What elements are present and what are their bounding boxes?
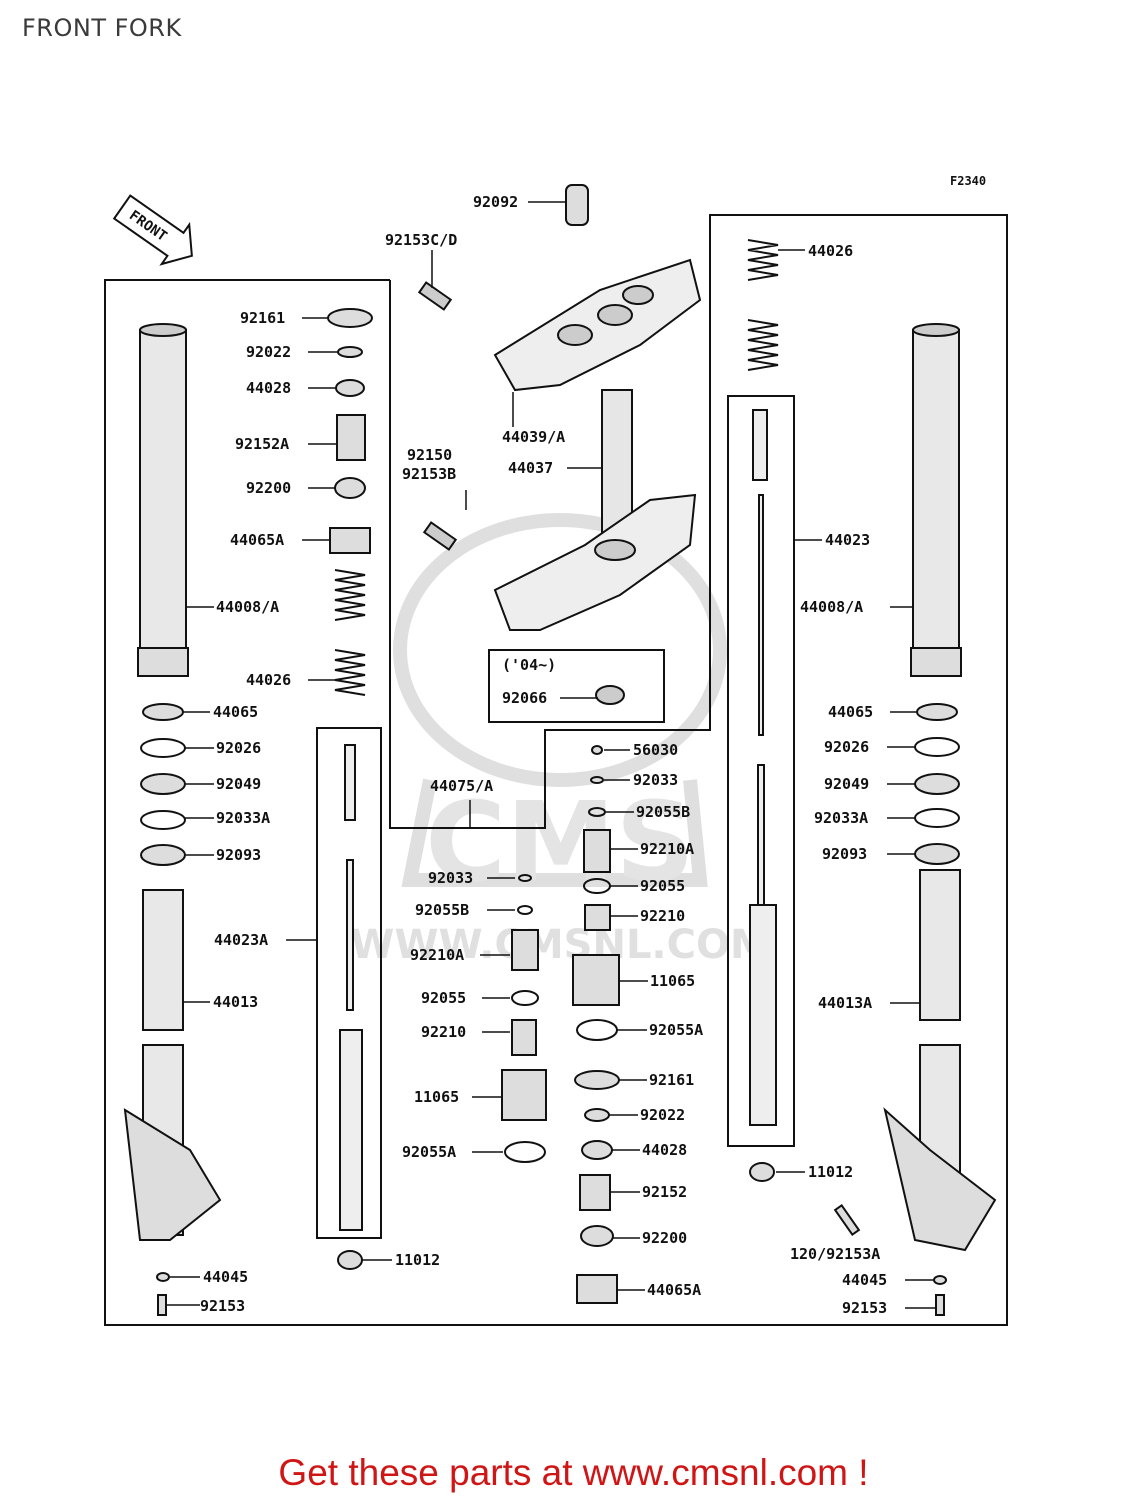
part-number-label[interactable]: 92150 [407,446,452,464]
part-number-label[interactable]: 44026 [808,242,853,260]
part-number-label[interactable]: 92152A [235,435,289,453]
right-fork-tube [883,323,997,1252]
part-number-label[interactable]: 92055B [415,901,469,919]
part-number-label[interactable]: 92066 [502,689,547,707]
part-number-label[interactable]: 44045 [203,1268,248,1286]
part-number-label[interactable]: 92026 [824,738,869,756]
part-number-label[interactable]: 92022 [246,343,291,361]
note-label: ('04~) [502,656,556,674]
part-number-label[interactable]: 120/92153A [790,1245,880,1263]
part-number-label[interactable]: 56030 [633,741,678,759]
leader-lines [166,201,936,1309]
part-number-label[interactable]: 44075/A [430,777,493,795]
part-number-label[interactable]: 92033A [814,809,868,827]
part-labels: 92092 92153C/D 44039/A 44037 92150 92153… [200,193,887,1317]
svg-text:CMS: CMS [425,778,694,906]
middle-column-parts [501,745,620,1304]
part-number-label[interactable]: 11012 [395,1251,440,1269]
left-fork-tube [123,323,222,1241]
figure-code: F2340 [950,174,986,188]
footer-banner: Get these parts at www.cmsnl.com ! [0,1452,1147,1494]
part-number-label[interactable]: 92033 [428,869,473,887]
upper-triple-clamp [417,184,702,392]
part-number-label[interactable]: 92210A [640,840,694,858]
part-number-label[interactable]: 44039/A [502,428,565,446]
part-number-label[interactable]: 92026 [216,739,261,757]
watermark-url: WWW.CMSNL.COM [350,922,770,968]
damper-rod-right [749,409,777,1126]
left-column-parts [140,308,373,1316]
part-number-label[interactable]: 92210 [421,1023,466,1041]
part-number-label[interactable]: 44065 [213,703,258,721]
part-number-label[interactable]: 92161 [649,1071,694,1089]
part-number-label[interactable]: 92055 [640,877,685,895]
part-number-label[interactable]: 92049 [216,775,261,793]
part-number-label[interactable]: 92055A [402,1143,456,1161]
part-number-label[interactable]: 44028 [642,1141,687,1159]
part-number-label[interactable]: 92153 [842,1299,887,1317]
part-number-label[interactable]: 92152 [642,1183,687,1201]
part-number-label[interactable]: 44037 [508,459,553,477]
part-number-label[interactable]: 44028 [246,379,291,397]
part-number-label[interactable]: 92093 [216,846,261,864]
part-number-label[interactable]: 44023A [214,931,268,949]
page-title: FRONT FORK [22,14,182,42]
part-number-label[interactable]: 11012 [808,1163,853,1181]
part-number-label[interactable]: 44026 [246,671,291,689]
footer-link[interactable]: Get these parts at www.cmsnl.com ! [278,1452,869,1493]
spring-right [747,239,779,371]
part-number-label[interactable]: 92200 [246,479,291,497]
part-number-label[interactable]: 11065 [650,972,695,990]
part-number-label[interactable]: 92210A [410,946,464,964]
part-number-label[interactable]: 44065A [647,1281,701,1299]
part-number-label[interactable]: 44023 [825,531,870,549]
part-number-label[interactable]: 92210 [640,907,685,925]
part-number-label[interactable]: 44013A [818,994,872,1012]
part-number-label[interactable]: 92153B [402,465,456,483]
part-number-label[interactable]: 92153C/D [385,231,457,249]
part-number-label[interactable]: 92022 [640,1106,685,1124]
part-number-label[interactable]: 92153 [200,1297,245,1315]
part-number-label[interactable]: 92049 [824,775,869,793]
part-number-label[interactable]: 92055B [636,803,690,821]
front-arrow-icon: FRONT [112,194,193,266]
part-number-label[interactable]: 44008/A [800,598,863,616]
part-number-label[interactable]: 92055A [649,1021,703,1039]
exploded-parts-diagram: CMS WWW.CMSNL.COM F2340 FRONT [104,174,1008,1326]
damper-rod-left [339,744,363,1231]
part-number-label[interactable]: 44045 [842,1271,887,1289]
part-number-label[interactable]: 44008/A [216,598,279,616]
part-number-label[interactable]: 92033A [216,809,270,827]
part-number-label[interactable]: 44065A [230,531,284,549]
part-number-label[interactable]: 44013 [213,993,258,1011]
part-number-label[interactable]: 44065 [828,703,873,721]
part-number-label[interactable]: 92055 [421,989,466,1007]
part-number-label[interactable]: 92161 [240,309,285,327]
spring-left [334,569,366,696]
right-column-parts [749,703,960,1316]
frame-lines [104,214,1008,1326]
part-number-label[interactable]: 92200 [642,1229,687,1247]
part-number-label[interactable]: 92093 [822,845,867,863]
watermark-logo: CMS [393,513,727,906]
part-number-label[interactable]: 92033 [633,771,678,789]
part-number-label[interactable]: 11065 [414,1088,459,1106]
part-number-label[interactable]: 92092 [473,193,518,211]
lower-triple-clamp [422,389,697,705]
